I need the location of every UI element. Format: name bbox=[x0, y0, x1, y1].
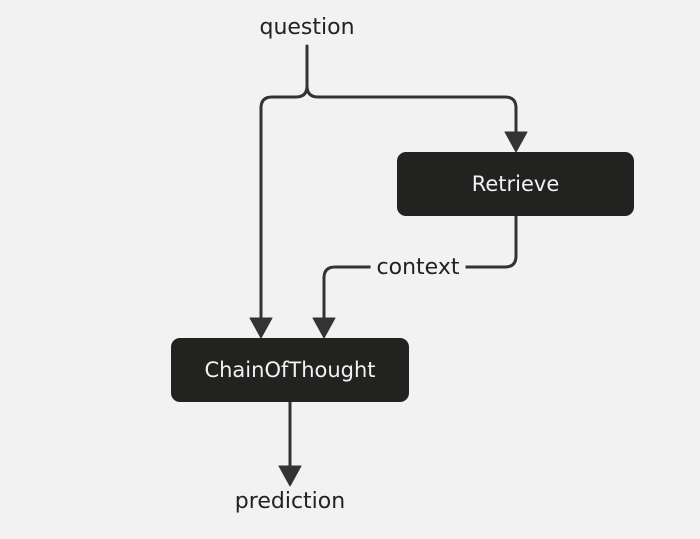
arrowhead-cot-to-prediction bbox=[278, 465, 302, 487]
prediction-label: prediction bbox=[234, 489, 346, 514]
retrieve-node: Retrieve bbox=[397, 152, 634, 216]
chain-of-thought-node: ChainOfThought bbox=[171, 338, 409, 402]
retrieve-node-label: Retrieve bbox=[471, 172, 560, 196]
edge-question-stem bbox=[259, 44, 309, 322]
context-label: context bbox=[370, 255, 466, 281]
question-label: question bbox=[259, 15, 355, 40]
edge-question-to-retrieve bbox=[305, 84, 518, 136]
arrowhead-question-to-retrieve bbox=[504, 131, 528, 153]
arrowhead-context-to-cot bbox=[312, 317, 336, 339]
arrowhead-question-to-cot bbox=[249, 317, 273, 339]
chain-of-thought-node-label: ChainOfThought bbox=[204, 358, 376, 382]
